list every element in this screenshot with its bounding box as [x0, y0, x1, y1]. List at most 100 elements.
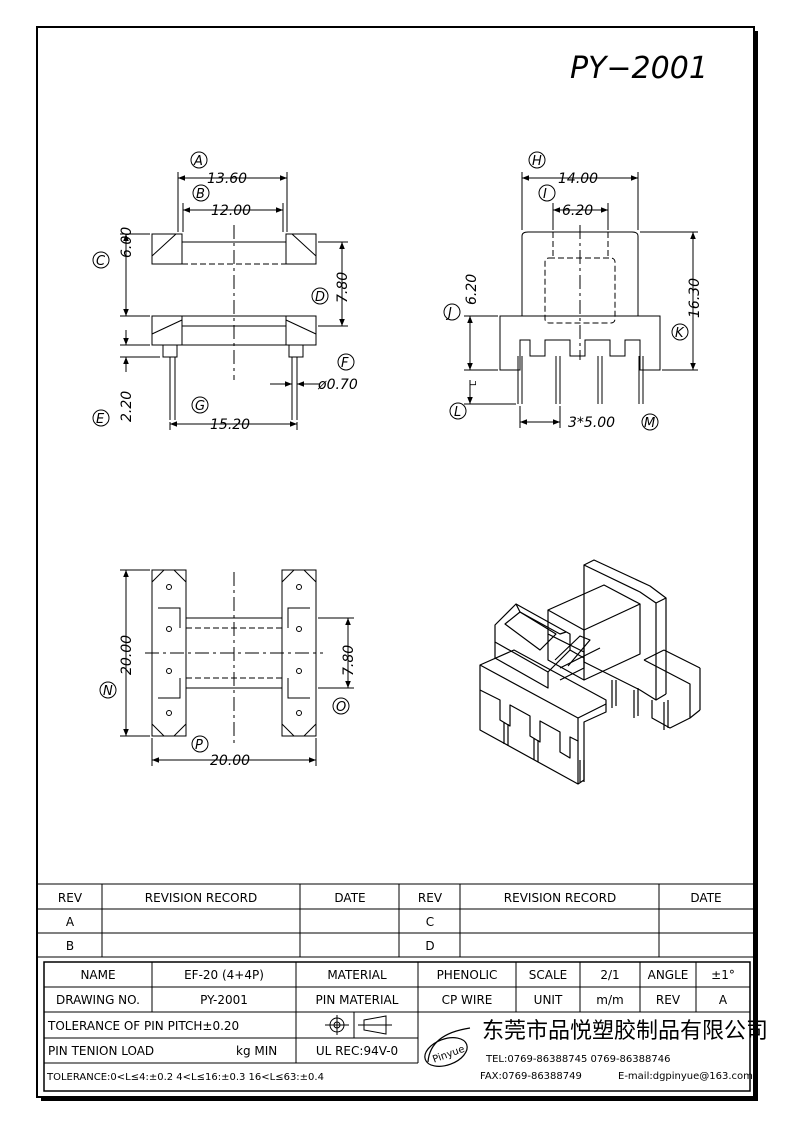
balloon-label: K [675, 326, 685, 341]
scale-label: SCALE [529, 968, 567, 982]
isometric-view [479, 559, 701, 785]
balloon-label: M [644, 416, 655, 431]
balloon-b [192, 184, 210, 202]
material-value: PHENOLIC [437, 968, 498, 982]
dim-l-small: L [469, 381, 479, 386]
balloon-a [190, 151, 208, 169]
rev-cell: A [66, 915, 75, 929]
name-label: NAME [80, 968, 115, 982]
balloon-label: E [96, 412, 105, 427]
rev-cell: D [425, 939, 434, 953]
rev-header: REV [418, 891, 443, 905]
title-block [43, 961, 751, 1092]
balloon-label: I [543, 187, 547, 202]
name-value: EF-20 (4+4P) [184, 968, 264, 982]
dim-g: 15.20 [210, 417, 250, 433]
rev-value: A [719, 993, 728, 1007]
balloon-m [641, 413, 659, 431]
balloon-label: H [532, 154, 542, 169]
balloon-j [443, 303, 461, 321]
front-base [151, 315, 317, 346]
drawing-no-label: DRAWING NO. [56, 993, 140, 1007]
pin-tension-label: PIN TENION LOAD [48, 1044, 154, 1058]
drawing-no-value: PY-2001 [200, 993, 248, 1007]
balloon-h [528, 151, 546, 169]
angle-label: ANGLE [648, 968, 689, 982]
scale-value: 2/1 [600, 968, 619, 982]
side-top-flange [521, 231, 639, 317]
revision-table [37, 883, 754, 958]
sheet-border [36, 26, 755, 1098]
dim-b: 12.00 [211, 203, 251, 219]
balloon-d [311, 287, 329, 305]
balloon-label: D [315, 290, 325, 305]
balloon-label: A [193, 154, 203, 169]
pin-tension-unit: kg MIN [236, 1044, 277, 1058]
rev-header: REV [58, 891, 83, 905]
front-view-annotations: A 13.60 B 12.00 C 6.00 D 7.80 E 2.20 F ø… [92, 151, 358, 433]
unit-label: UNIT [534, 993, 563, 1007]
dim-h: 14.00 [558, 171, 598, 187]
pin-material-label: PIN MATERIAL [316, 993, 399, 1007]
front-top-right-flange [285, 233, 317, 265]
balloon-label: N [103, 684, 113, 699]
balloon-label: B [196, 187, 205, 202]
top-view-annotations: 20.00 N 7.80 O P 20.00 [99, 635, 357, 769]
rev-label: REV [656, 993, 681, 1007]
dim-f: ø0.70 [317, 377, 358, 393]
top-view [120, 569, 354, 766]
dim-d: 7.80 [335, 272, 351, 303]
balloon-label: L [454, 405, 461, 420]
balloon-label: O [336, 700, 346, 715]
side-view [464, 172, 698, 428]
pin-material-value: CP WIRE [442, 993, 493, 1007]
front-view [120, 172, 348, 430]
balloon-g [191, 396, 209, 414]
dim-i: 6.20 [562, 203, 593, 219]
company-fax: FAX:0769-86388749 [480, 1071, 582, 1082]
balloon-c [92, 251, 110, 269]
dim-c: 6.00 [119, 227, 135, 258]
side-view-annotations: H 14.00 I 6.20 J 6.20 K 16.30 L L 3*5.00… [443, 151, 703, 431]
balloon-k [671, 323, 689, 341]
projection-symbol-icon [325, 1015, 392, 1035]
drawing-number-title: PY−2001 [570, 51, 708, 86]
rev-cell: B [66, 939, 74, 953]
side-base [499, 315, 661, 371]
company-tel: TEL:0769-86388745 0769-86388746 [485, 1054, 670, 1065]
dim-n: 20.00 [119, 635, 135, 675]
company-email: E-mail:dgpinyue@163.com [618, 1071, 753, 1082]
date-header: DATE [334, 891, 365, 905]
balloon-p [191, 735, 209, 753]
dim-m: 3*5.00 [568, 415, 615, 431]
revision-record-header: REVISION RECORD [145, 891, 257, 905]
balloon-o [332, 697, 350, 715]
dim-k: 16.30 [687, 278, 703, 318]
ul-rec: UL REC:94V-0 [316, 1044, 398, 1058]
balloon-l [449, 402, 467, 420]
revision-record-header: REVISION RECORD [504, 891, 616, 905]
balloon-e [92, 409, 110, 427]
material-label: MATERIAL [327, 968, 387, 982]
balloon-label: P [195, 738, 203, 753]
balloon-label: G [195, 399, 205, 414]
date-header: DATE [690, 891, 721, 905]
balloon-n [99, 681, 117, 699]
dim-p: 20.00 [210, 753, 250, 769]
balloon-label: J [445, 306, 452, 321]
title-block-text: NAME EF-20 (4+4P) MATERIAL PHENOLIC SCAL… [46, 968, 735, 1083]
front-chamfer [291, 233, 317, 257]
balloon-f [337, 353, 355, 371]
balloon-label: C [96, 254, 106, 269]
tolerance-line: TOLERANCE:0<L≤4:±0.2 4<L≤16:±0.3 16<L≤63… [46, 1072, 324, 1083]
company-name: 东莞市品悦塑胶制品有限公司 [482, 1019, 768, 1044]
unit-value: m/m [596, 993, 623, 1007]
dim-o: 7.80 [341, 645, 357, 676]
pitch-tolerance: TOLERANCE OF PIN PITCH±0.20 [47, 1019, 239, 1033]
revision-table-text: REV REVISION RECORD DATE REV REVISION RE… [58, 891, 722, 953]
angle-value: ±1° [711, 968, 735, 982]
balloon-i [538, 184, 556, 202]
front-chamfer [151, 233, 177, 257]
dim-j: 6.20 [464, 274, 480, 305]
